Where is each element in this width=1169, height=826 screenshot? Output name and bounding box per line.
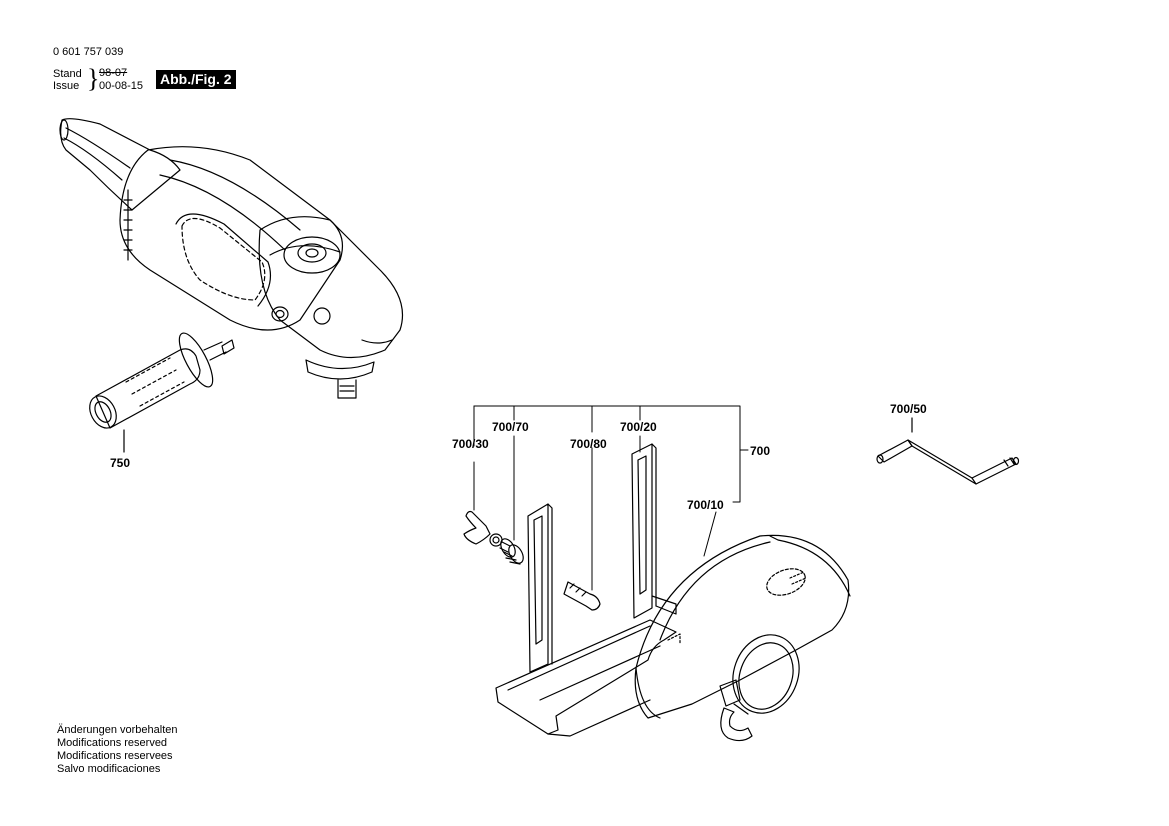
issue-label: Issue xyxy=(53,80,80,92)
note-french: Modifications reservees xyxy=(57,750,173,762)
old-date: 98-07 xyxy=(99,67,128,79)
brace-glyph: } xyxy=(87,64,100,93)
stand-label: Stand xyxy=(53,68,82,80)
side-handle xyxy=(84,329,234,452)
modification-notes: Änderungen vorbehalten Modifications res… xyxy=(57,724,177,776)
figure-badge: Abb./Fig. 2 xyxy=(156,70,236,89)
callout-700-20: 700/20 xyxy=(620,420,657,434)
note-spanish: Salvo modificaciones xyxy=(57,763,161,775)
note-german: Änderungen vorbehalten xyxy=(57,724,178,736)
cutting-guard xyxy=(635,535,850,740)
callout-700-70: 700/70 xyxy=(492,420,529,434)
callout-700-50: 700/50 xyxy=(890,402,927,416)
issue-date: 00-08-15 xyxy=(99,80,144,92)
callout-700-30: 700/30 xyxy=(452,437,489,451)
cutting-guide xyxy=(496,444,676,736)
angle-grinder xyxy=(60,119,403,398)
hex-key xyxy=(877,418,1019,484)
callout-700: 700 xyxy=(750,444,771,458)
callout-leader-lines xyxy=(474,406,748,590)
callout-700-10: 700/10 xyxy=(687,498,724,512)
callout-700-80: 700/80 xyxy=(570,437,607,451)
callout-750: 750 xyxy=(110,456,131,470)
note-english: Modifications reserved xyxy=(57,737,168,749)
part-number: 0 601 757 039 xyxy=(53,46,124,58)
fasteners xyxy=(464,512,600,611)
